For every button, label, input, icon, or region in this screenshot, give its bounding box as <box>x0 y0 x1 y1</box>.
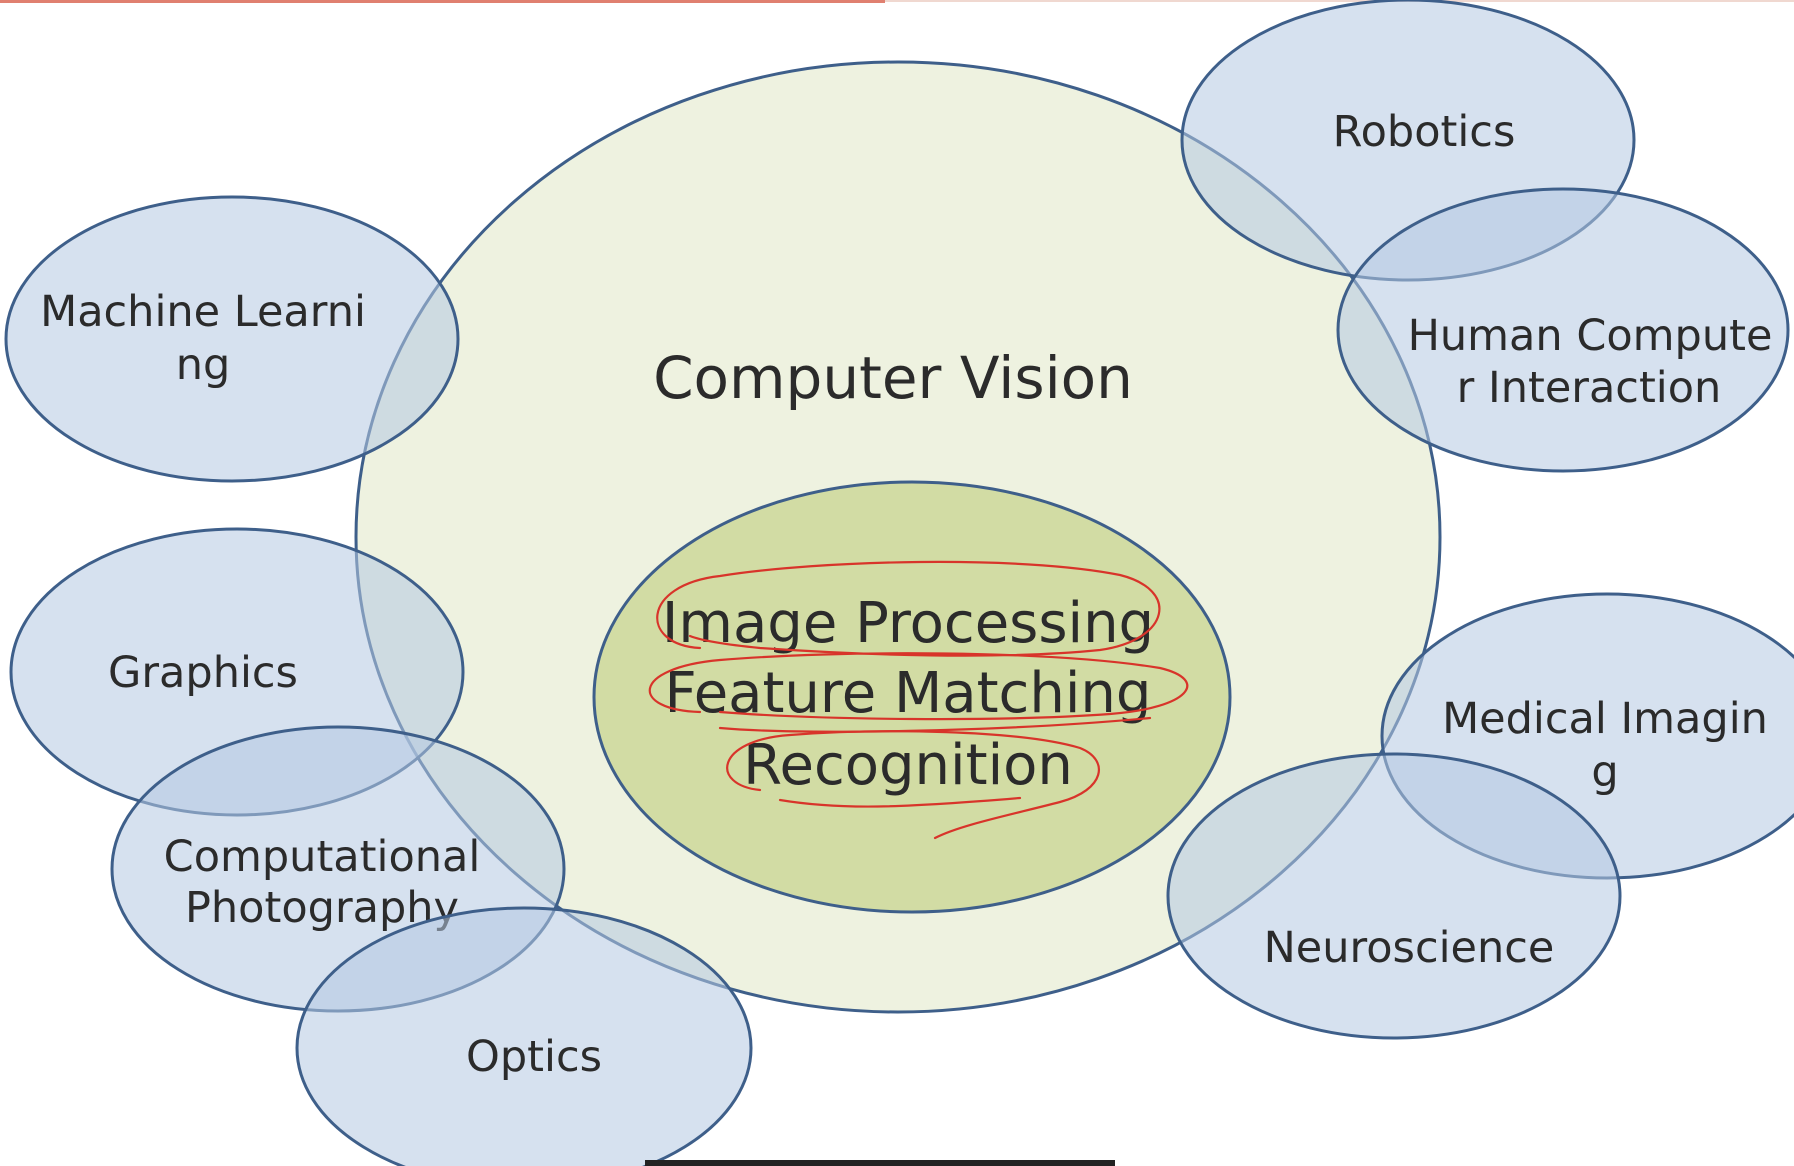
scribble-image-processing <box>656 560 1161 657</box>
satellite-optics: Optics <box>295 906 753 1166</box>
machine-learning-label-line1: Machine Learni <box>40 287 366 337</box>
top-accent-bar-light <box>885 0 1794 2</box>
machine-learning-label-line2: ng <box>176 340 231 390</box>
neuroscience-label: Neuroscience <box>1264 923 1555 973</box>
bottom-bar <box>645 1160 1115 1166</box>
core-ellipse <box>592 480 1232 914</box>
optics-label: Optics <box>466 1032 602 1082</box>
medical-label-line2: g <box>1591 747 1618 797</box>
comp-photo-label-line1: Computational <box>164 832 481 882</box>
medical-label-line1: Medical Imagin <box>1442 694 1768 744</box>
graphics-label: Graphics <box>108 648 298 698</box>
core-line-recognition: Recognition <box>743 733 1073 798</box>
annotation-scribbles <box>648 560 1189 840</box>
top-accent-bar <box>0 0 885 3</box>
computer-vision-title: Computer Vision <box>653 344 1133 412</box>
satellite-neuroscience: Neuroscience <box>1166 752 1622 1040</box>
robotics-label: Robotics <box>1333 107 1516 157</box>
scribble-recognition <box>726 730 1100 840</box>
satellite-hci: Human Compute r Interaction <box>1336 187 1790 473</box>
core-line-feature-matching: Feature Matching <box>665 661 1152 726</box>
hci-label-line1: Human Compute <box>1408 311 1773 361</box>
satellite-machine-learning: Machine Learni ng <box>4 195 460 483</box>
hci-label-line2: r Interaction <box>1457 363 1722 413</box>
